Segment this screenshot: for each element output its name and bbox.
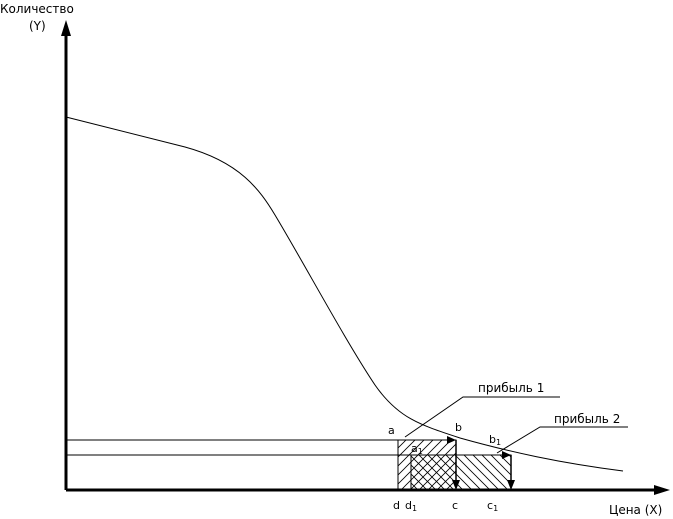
callout-profit-2: прибыль 2 [554, 412, 620, 426]
point-label-a1: a1 [411, 442, 423, 456]
point-label-c1: c1 [487, 499, 498, 513]
point-label-b1: b1 [489, 433, 501, 447]
profit-area-2 [410, 454, 512, 491]
arrow-a-to-b-head-icon [447, 436, 456, 444]
callout-profit-1: прибыль 1 [478, 381, 544, 395]
arrow-a1-to-b1-head-icon [502, 451, 511, 459]
callout-leader-profit-2 [496, 426, 628, 454]
y-axis-title-line1: Количество [0, 2, 74, 16]
point-label-c: c [452, 499, 458, 512]
point-label-a: a [388, 424, 395, 437]
x-axis-title: Цена (X) [609, 503, 662, 517]
x-axis [66, 485, 670, 495]
demand-curve [65, 116, 624, 472]
arrow-b1-to-c1-head-icon [507, 480, 515, 490]
y-axis-arrow-icon [61, 20, 71, 36]
callout-leader-profit-1 [404, 396, 560, 438]
y-axis [61, 20, 71, 490]
point-label-d: d [393, 499, 400, 512]
point-label-b: b [455, 421, 462, 434]
arrow-b-to-c-head-icon [452, 480, 460, 490]
point-label-d1: d1 [405, 499, 417, 513]
y-axis-title-line2: (Y) [29, 19, 46, 33]
x-axis-arrow-icon [654, 485, 670, 495]
